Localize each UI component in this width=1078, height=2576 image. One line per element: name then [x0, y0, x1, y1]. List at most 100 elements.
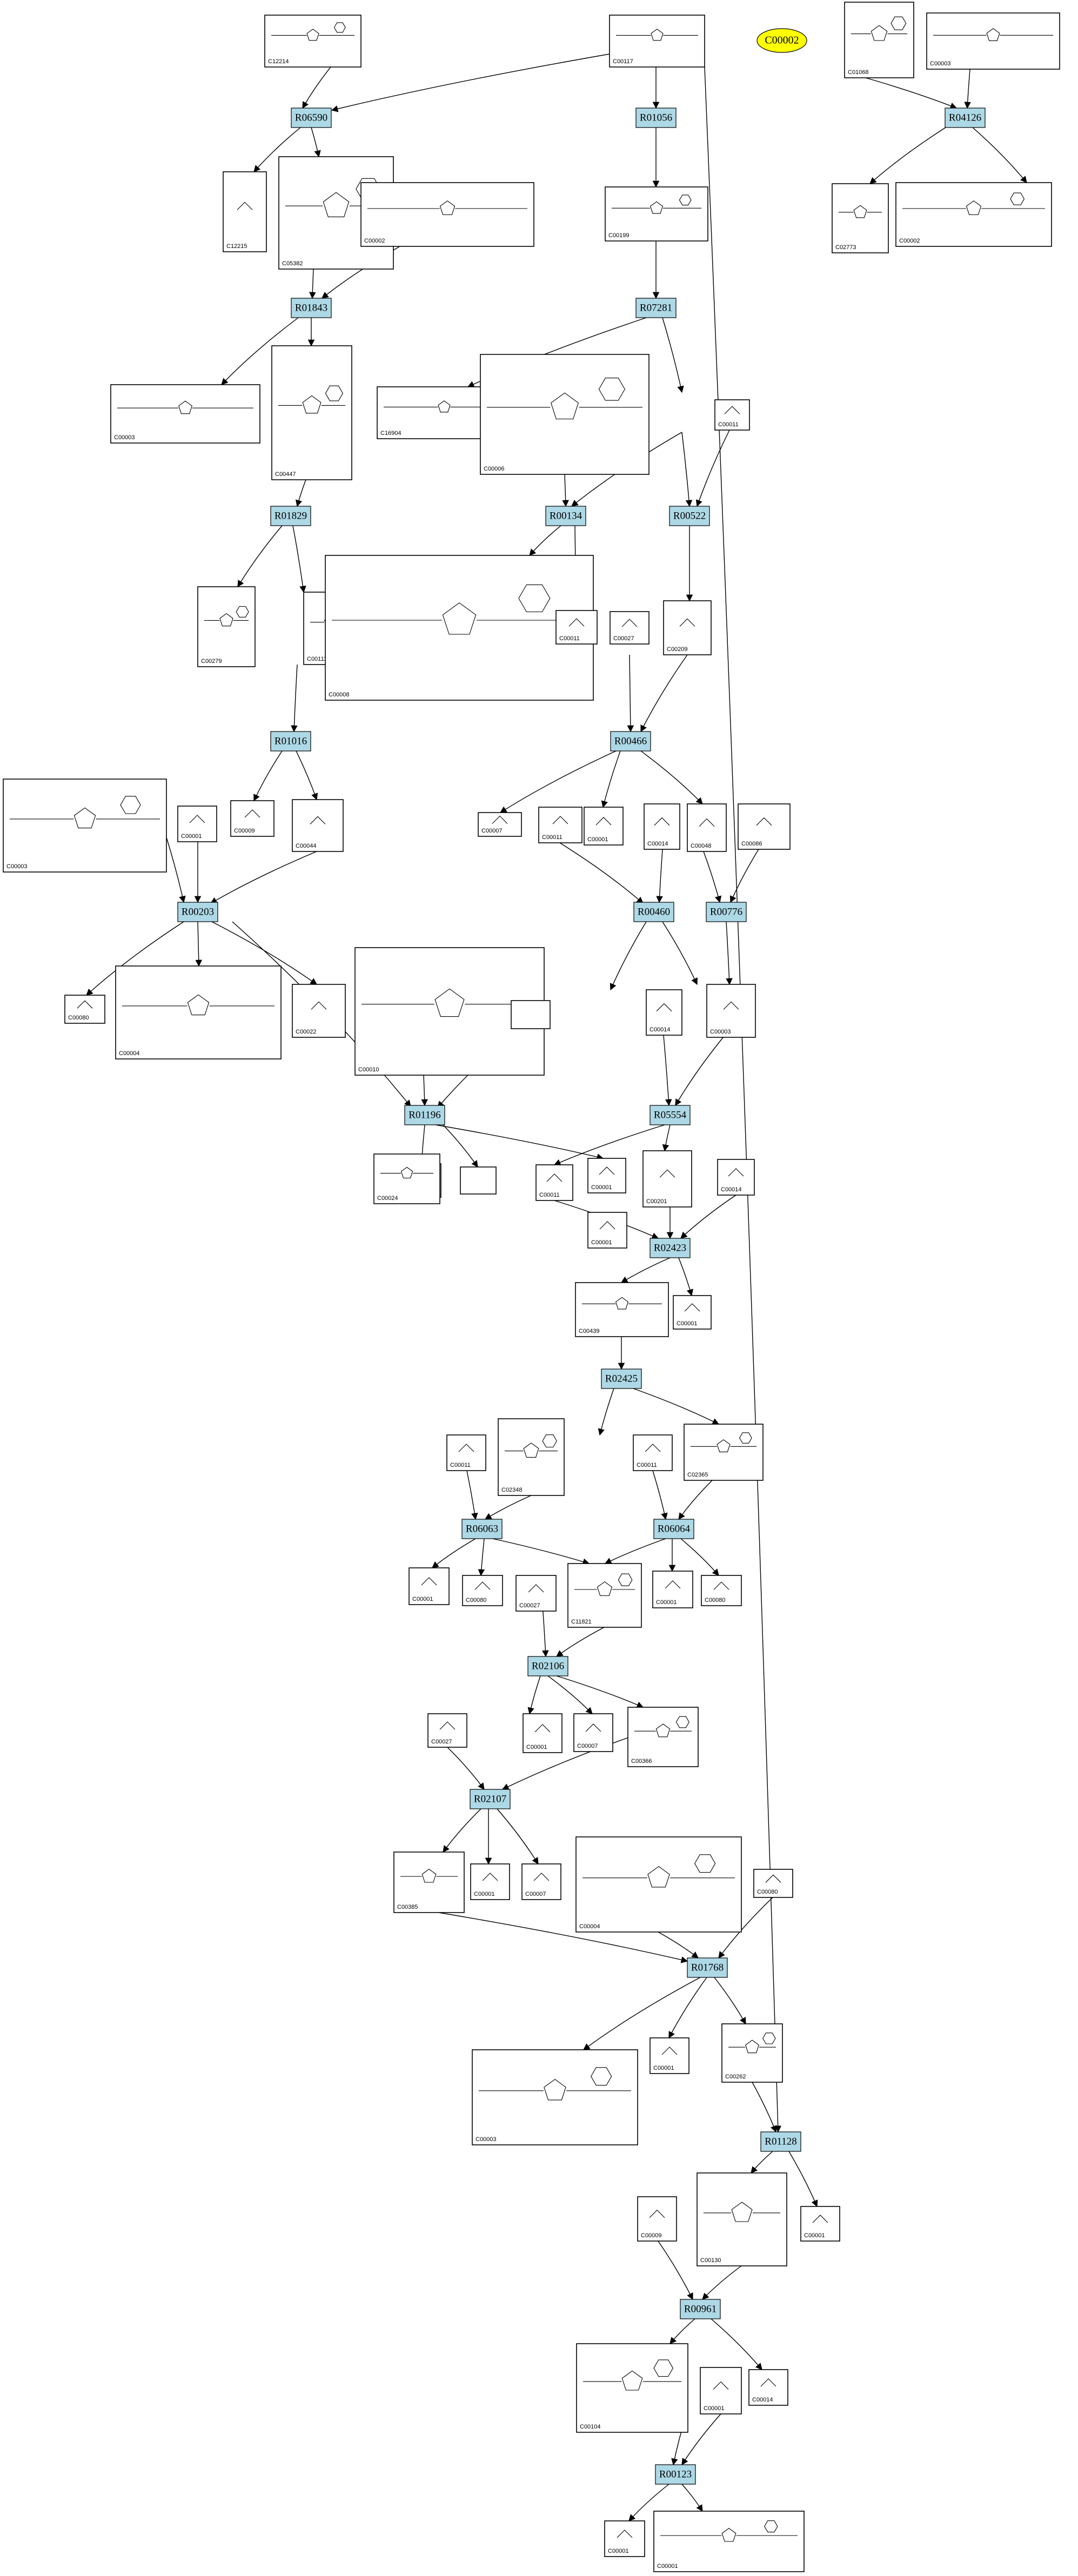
reaction-node[interactable]: R01056 — [635, 108, 677, 128]
compound-node[interactable]: C00022 — [292, 984, 346, 1038]
compound-node[interactable]: C00008 — [325, 555, 594, 701]
compound-node[interactable]: C00001 — [653, 2511, 805, 2572]
reaction-node[interactable]: R02425 — [601, 1369, 642, 1389]
compound-node[interactable]: C00001 — [470, 1863, 510, 1900]
reaction-node[interactable]: R07281 — [635, 298, 677, 318]
reaction-node[interactable]: R06064 — [653, 1519, 694, 1539]
reaction-node[interactable]: R06590 — [291, 108, 332, 128]
compound-node[interactable]: C00044 — [292, 799, 344, 852]
compound-node[interactable]: C00007 — [478, 812, 522, 837]
reaction-node[interactable]: R00460 — [633, 902, 674, 922]
bond-glyph — [728, 1168, 744, 1177]
reaction-node[interactable]: R00203 — [177, 902, 218, 922]
compound-node[interactable]: C00001 — [587, 1158, 626, 1193]
reaction-node[interactable]: R02423 — [650, 1238, 691, 1258]
compound-node[interactable]: C00011 — [714, 399, 750, 431]
reaction-node[interactable]: R00134 — [545, 506, 586, 526]
compound-node[interactable]: C00003 — [472, 2049, 638, 2145]
compound-node[interactable]: C02348 — [498, 1418, 565, 1496]
compound-node[interactable]: C00011 — [555, 610, 598, 645]
compound-node[interactable]: C00080 — [64, 995, 105, 1024]
compound-node[interactable]: C00014 — [748, 2369, 788, 2406]
compound-node[interactable]: C00439 — [575, 1282, 669, 1337]
reaction-node[interactable]: R00961 — [680, 2299, 721, 2319]
compound-node[interactable]: C02365 — [684, 1424, 764, 1481]
reaction-node[interactable]: R02107 — [470, 1789, 511, 1809]
reaction-node[interactable]: R00466 — [610, 731, 651, 752]
reaction-node[interactable]: R01843 — [291, 298, 332, 318]
compound-node[interactable]: C00262 — [721, 2023, 783, 2083]
compound-node[interactable]: C00014 — [717, 1159, 755, 1196]
highlight-node[interactable]: C00002 — [756, 28, 807, 53]
empty-compound-box[interactable] — [460, 1166, 497, 1195]
compound-node[interactable]: C00086 — [738, 803, 791, 850]
compound-node[interactable]: C00001 — [177, 806, 217, 842]
compound-node[interactable]: C00006 — [480, 354, 650, 475]
compound-node[interactable]: C00007 — [521, 1863, 561, 1900]
compound-node[interactable]: C00004 — [115, 965, 282, 1059]
compound-node[interactable]: C00201 — [642, 1150, 692, 1208]
compound-node[interactable]: C00009 — [637, 2196, 677, 2242]
reaction-node[interactable]: R01768 — [687, 1957, 728, 1978]
compound-node[interactable]: C12215 — [223, 171, 267, 252]
compound-node[interactable]: C01068 — [844, 2, 914, 78]
compound-node[interactable]: C00447 — [271, 345, 352, 480]
compound-node[interactable]: C00027 — [427, 1713, 467, 1748]
compound-node[interactable]: C00001 — [523, 1713, 563, 1753]
compound-node[interactable]: C00003 — [3, 779, 167, 873]
compound-node[interactable]: C00003 — [926, 12, 1060, 70]
compound-node[interactable]: C12214 — [264, 15, 361, 68]
compound-node[interactable]: C00011 — [446, 1434, 486, 1471]
compound-node[interactable]: C00002 — [895, 182, 1052, 247]
compound-node[interactable]: C00011 — [535, 1164, 573, 1201]
compound-node[interactable]: C00080 — [701, 1575, 742, 1606]
compound-node[interactable]: C00003 — [110, 384, 260, 444]
compound-node[interactable]: C00014 — [644, 803, 680, 850]
compound-node[interactable]: C00001 — [700, 2367, 742, 2414]
compound-node[interactable]: C00001 — [604, 2520, 645, 2557]
compound-node[interactable]: C00024 — [373, 1153, 440, 1204]
compound-node[interactable]: C00001 — [587, 1212, 627, 1249]
reaction-node[interactable]: R00776 — [706, 902, 747, 922]
compound-node[interactable]: C02773 — [832, 183, 889, 253]
reaction-node[interactable]: R05554 — [650, 1105, 691, 1125]
compound-node[interactable]: C00385 — [393, 1852, 465, 1913]
compound-node[interactable]: C00003 — [706, 984, 756, 1038]
compound-node[interactable]: C00209 — [663, 600, 712, 655]
compound-node[interactable]: C00014 — [646, 989, 682, 1036]
compound-node[interactable]: C00009 — [230, 800, 274, 837]
compound-node[interactable]: C00117 — [609, 15, 705, 68]
compound-node[interactable]: C00001 — [673, 1295, 712, 1330]
compound-node[interactable]: C00004 — [575, 1836, 742, 1933]
compound-node[interactable]: C00027 — [610, 611, 650, 645]
reaction-node[interactable]: R00123 — [655, 2464, 696, 2485]
compound-node[interactable]: C00001 — [584, 807, 624, 846]
reaction-node[interactable]: R04126 — [945, 108, 986, 128]
compound-node[interactable]: C00279 — [197, 586, 256, 667]
compound-node[interactable]: C00011 — [538, 807, 582, 843]
reaction-node[interactable]: R01196 — [404, 1105, 445, 1125]
compound-node[interactable]: C00001 — [652, 1571, 693, 1608]
compound-node[interactable]: C00080 — [462, 1575, 503, 1606]
compound-node[interactable]: C00027 — [515, 1575, 557, 1612]
empty-compound-box[interactable] — [511, 1000, 551, 1029]
compound-node[interactable]: C00130 — [697, 2172, 787, 2266]
reaction-node[interactable]: R01128 — [760, 2131, 801, 2152]
compound-node[interactable]: C00001 — [800, 2206, 840, 2242]
compound-node[interactable]: C00080 — [753, 1869, 793, 1898]
reaction-node[interactable]: R06063 — [461, 1519, 503, 1539]
compound-node[interactable]: C00001 — [650, 2037, 689, 2074]
compound-node[interactable]: C00366 — [627, 1707, 699, 1767]
compound-node[interactable]: C00007 — [573, 1713, 613, 1752]
reaction-node[interactable]: R00522 — [669, 506, 710, 526]
compound-node[interactable]: C00104 — [576, 2343, 688, 2433]
compound-node[interactable]: C00199 — [605, 186, 708, 242]
compound-node[interactable]: C11821 — [567, 1563, 642, 1628]
reaction-node[interactable]: R01829 — [270, 506, 311, 526]
compound-node[interactable]: C00048 — [687, 803, 727, 852]
compound-node[interactable]: C00001 — [409, 1567, 450, 1605]
reaction-node[interactable]: R02106 — [527, 1656, 568, 1676]
compound-node[interactable]: C00002 — [360, 182, 534, 247]
compound-node[interactable]: C00011 — [633, 1434, 673, 1471]
reaction-node[interactable]: R01016 — [270, 731, 311, 752]
